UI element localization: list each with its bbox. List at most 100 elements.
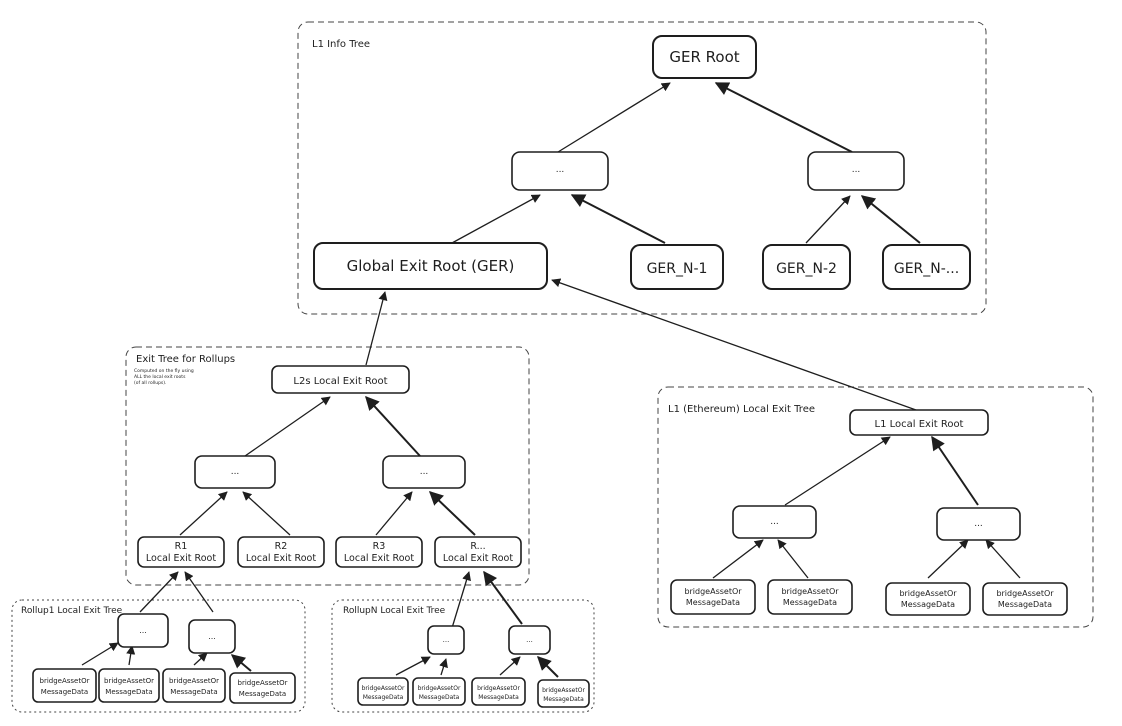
node-rn-mid-left: ... [427, 625, 465, 655]
edge-r1leaf1-to-r1midleft [81, 642, 119, 666]
node-rn-leaf-3: bridgeAssetOr MessageData [471, 677, 526, 706]
svg-text:GER Root: GER Root [669, 48, 739, 66]
node-r1-leaf-3: bridgeAssetOr MessageData [162, 668, 226, 703]
edge-gerndots-to-info-midright [860, 195, 921, 244]
node-r1-leaf-4: bridgeAssetOr MessageData [229, 672, 296, 704]
edge-r1midleft-to-r1 [139, 571, 179, 613]
group-label-l1-local-exit-tree: L1 (Ethereum) Local Exit Tree [668, 404, 815, 415]
svg-text:MessageData: MessageData [363, 694, 404, 701]
svg-text:MessageData: MessageData [686, 598, 740, 607]
svg-text:MessageData: MessageData [901, 600, 955, 609]
exit-tree-note-line-3: (of all rollups). [134, 380, 166, 386]
node-r1: R1 Local Exit Root [137, 536, 225, 568]
edge-l1-root-to-ger [551, 278, 917, 411]
edge-ger-to-info-midleft [451, 194, 541, 244]
node-l1-mid-right: ... [936, 507, 1021, 541]
svg-text:...: ... [139, 626, 147, 635]
svg-text:Global Exit Root (GER): Global Exit Root (GER) [347, 257, 515, 275]
node-rn-mid-right: ... [508, 625, 551, 655]
node-ger-ndots: GER_N-... [882, 244, 971, 290]
svg-text:bridgeAssetOr: bridgeAssetOr [899, 589, 957, 598]
svg-text:bridgeAssetOr: bridgeAssetOr [418, 685, 461, 692]
svg-text:bridgeAssetOr: bridgeAssetOr [40, 677, 90, 685]
edge-rmidleft-to-l2s-root [244, 396, 331, 457]
node-global-exit-root: Global Exit Root (GER) [313, 242, 548, 290]
svg-text:MessageData: MessageData [239, 690, 286, 698]
node-l1-leaf-3: bridgeAssetOr MessageData [885, 582, 971, 616]
node-rn-leaf-2: bridgeAssetOr MessageData [412, 677, 466, 706]
svg-text:bridgeAssetOr: bridgeAssetOr [781, 587, 839, 596]
svg-text:MessageData: MessageData [41, 688, 88, 696]
node-rollups-mid-right: ... [382, 455, 466, 489]
svg-text:Local Exit Root: Local Exit Root [146, 553, 216, 564]
svg-text:R2: R2 [275, 541, 288, 552]
group-l1-info-tree: L1 Info Tree [297, 21, 987, 315]
svg-text:...: ... [443, 636, 450, 644]
edge-info-midright-to-ger-root [714, 82, 853, 153]
svg-text:...: ... [770, 517, 779, 527]
svg-text:bridgeAssetOr: bridgeAssetOr [477, 685, 520, 692]
svg-text:Local Exit Root: Local Exit Root [443, 553, 513, 564]
node-r3: R3 Local Exit Root [335, 536, 423, 568]
svg-text:L2s Local Exit Root: L2s Local Exit Root [293, 376, 387, 387]
group-rollup1-local-exit-tree: Rollup1 Local Exit Tree [11, 599, 306, 713]
svg-text:Local Exit Root: Local Exit Root [344, 553, 414, 564]
edge-l2s-root-to-ger [365, 291, 388, 366]
svg-text:bridgeAssetOr: bridgeAssetOr [684, 587, 742, 596]
node-r1-mid-right: ... [188, 619, 236, 654]
edge-rnleaf3-to-rnmidright [499, 656, 521, 676]
node-l1-local-exit-root: L1 Local Exit Root [849, 409, 989, 436]
edge-rnleaf2-to-rnmidleft [439, 658, 448, 676]
svg-text:R...: R... [470, 541, 485, 552]
node-ger-n2: GER_N-2 [762, 244, 851, 290]
group-label-exit-tree-rollups: Exit Tree for Rollups [136, 354, 235, 365]
svg-text:GER_N-2: GER_N-2 [776, 261, 837, 277]
group-label-l1-info-tree: L1 Info Tree [312, 39, 370, 50]
edge-l1leaf4-to-l1midright [985, 539, 1021, 579]
edge-rnleaf1-to-rnmidleft [395, 656, 431, 676]
edge-r1-to-rmidleft [179, 491, 228, 536]
edge-rnmidleft-to-rdots [451, 571, 471, 629]
exit-tree-note-line-2: ALL the local exit roots [134, 374, 186, 380]
node-l2s-local-exit-root: L2s Local Exit Root [271, 365, 410, 394]
node-rdots: R... Local Exit Root [434, 536, 522, 568]
node-rollups-mid-left: ... [194, 455, 276, 489]
edge-r1leaf2-to-r1midleft [126, 645, 136, 666]
edge-l1midleft-to-l1root [784, 436, 891, 506]
svg-text:GER_N-1: GER_N-1 [647, 261, 708, 277]
svg-text:...: ... [852, 165, 861, 175]
node-l1-leaf-4: bridgeAssetOr MessageData [982, 582, 1068, 616]
node-ger-root: GER Root [652, 35, 757, 79]
group-label-rollup1: Rollup1 Local Exit Tree [21, 606, 123, 616]
svg-text:bridgeAssetOr: bridgeAssetOr [362, 685, 405, 692]
node-r1-leaf-2: bridgeAssetOr MessageData [98, 668, 160, 703]
node-l1-mid-left: ... [732, 505, 817, 539]
edge-r1leaf3-to-r1midright [193, 652, 208, 666]
svg-text:R1: R1 [175, 541, 188, 552]
edge-info-midleft-to-ger-root [557, 82, 671, 153]
node-l1-leaf-1: bridgeAssetOr MessageData [670, 579, 756, 615]
edge-gern1-to-info-midleft [570, 194, 666, 244]
svg-text:MessageData: MessageData [783, 598, 837, 607]
node-rn-leaf-4: bridgeAssetOr MessageData [537, 679, 590, 708]
svg-text:MessageData: MessageData [478, 694, 519, 701]
edge-r2-to-rmidleft [242, 491, 291, 536]
group-label-rollupN: RollupN Local Exit Tree [343, 606, 446, 616]
node-info-mid-left: ... [511, 151, 609, 191]
edge-r1leaf4-to-r1midright [230, 654, 252, 672]
edge-gern2-to-info-midright [805, 195, 851, 244]
group-rollupN-local-exit-tree: RollupN Local Exit Tree [331, 599, 595, 713]
svg-text:bridgeAssetOr: bridgeAssetOr [996, 589, 1054, 598]
group-l1-local-exit-tree: L1 (Ethereum) Local Exit Tree [657, 386, 1094, 628]
svg-text:...: ... [556, 165, 565, 175]
svg-text:GER_N-...: GER_N-... [894, 261, 959, 277]
group-exit-tree-rollups: Exit Tree for Rollups Computed on the fl… [125, 346, 530, 586]
svg-text:MessageData: MessageData [998, 600, 1052, 609]
edge-r1midright-to-r1 [184, 571, 214, 613]
edge-l1leaf1-to-l1midleft [712, 539, 764, 579]
exit-tree-note-line-1: Computed on the fly using [134, 368, 194, 374]
svg-text:bridgeAssetOr: bridgeAssetOr [238, 679, 288, 687]
svg-text:L1 Local Exit Root: L1 Local Exit Root [875, 419, 964, 430]
svg-text:...: ... [974, 519, 983, 529]
